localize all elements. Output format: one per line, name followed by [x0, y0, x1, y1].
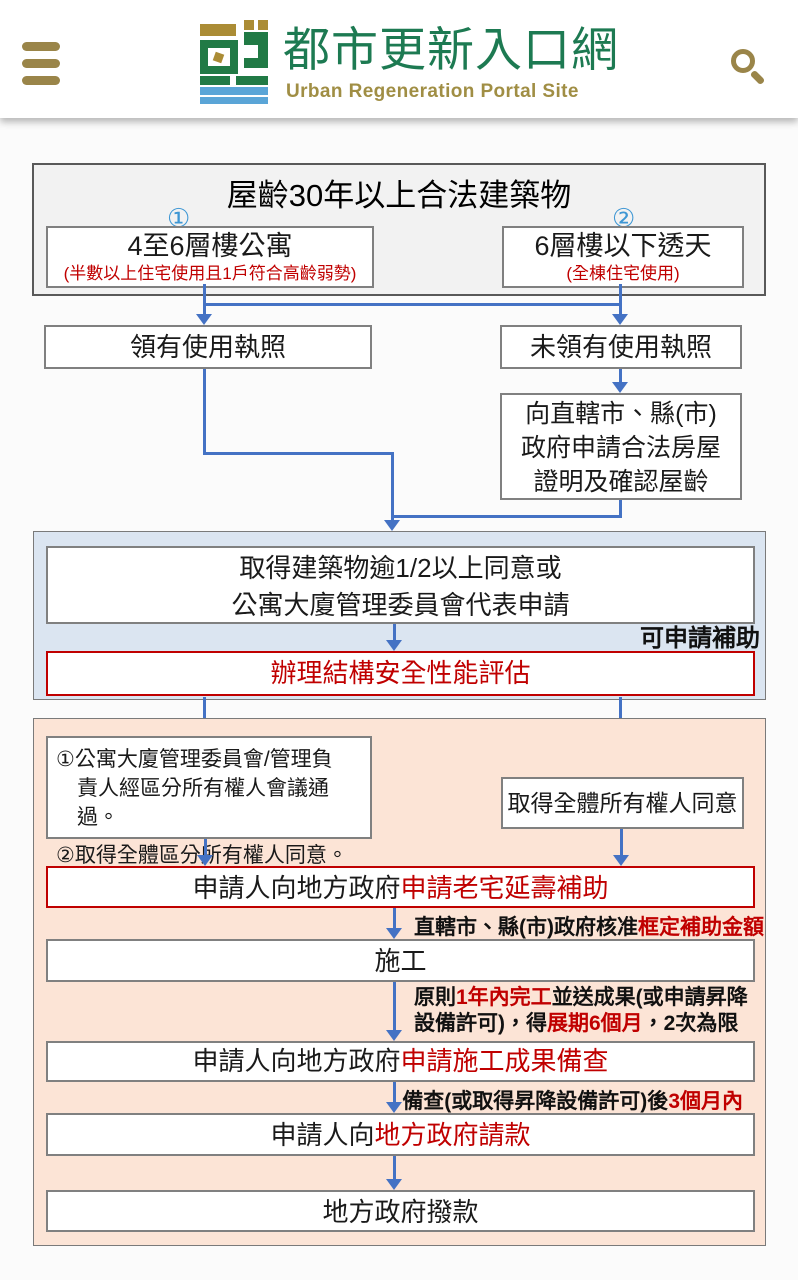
- box-committee-consent: ①公寓大廈管理委員會/管理負 責人經區分所有權人會議通過。 ②取得全體區分所有權…: [46, 736, 372, 867]
- review-note: 備查(或取得昇降設備許可)後3個月內: [402, 1085, 743, 1115]
- approve-note: 直轄市、縣(市)政府核准框定補助金額: [414, 911, 764, 941]
- connector-line: [392, 1156, 396, 1179]
- has-license-label: 領有使用執照: [129, 332, 286, 362]
- committee-line2: 責人經區分所有權人會議通過。: [77, 777, 329, 829]
- connector-line: [202, 697, 206, 724]
- approve-note-red: 框定補助金額: [638, 916, 764, 939]
- connector-line: [392, 1082, 396, 1102]
- connector-line: [619, 829, 623, 855]
- age-section-title: 屋齡30年以上合法建築物: [226, 178, 572, 213]
- arrow-down-icon: [386, 928, 402, 939]
- arrow-down-icon: [384, 520, 400, 531]
- deadline-p3: 並送成果(或申請昇降: [551, 986, 748, 1009]
- review-note-red: 3個月內: [668, 1090, 743, 1113]
- site-logo-icon[interactable]: [200, 20, 268, 104]
- apartment-title: 4至6層樓公寓: [127, 231, 293, 261]
- owners-consent-label: 取得全體所有權人同意: [507, 790, 738, 816]
- menu-bar: [22, 59, 60, 68]
- box-townhouse: 6層樓以下透天 (全棟住宅使用): [502, 226, 744, 288]
- menu-bar: [22, 42, 60, 51]
- connector-line: [618, 284, 622, 305]
- badge-1: ①: [167, 203, 191, 233]
- search-icon[interactable]: [730, 48, 770, 90]
- committee-line1: ①公寓大廈管理委員會/管理負: [56, 748, 333, 771]
- connector-line: [392, 908, 396, 928]
- review-note-black: 備查(或取得昇降設備許可)後: [402, 1090, 669, 1113]
- box-payment: 地方政府撥款: [46, 1190, 755, 1232]
- connector-line: [392, 624, 396, 641]
- proof-line2: 政府申請合法房屋: [520, 434, 721, 462]
- box-claim: 申請人向地方政府請款: [46, 1113, 755, 1156]
- site-subtitle: Urban Regeneration Portal Site: [286, 81, 579, 102]
- townhouse-title: 6層樓以下透天: [534, 231, 712, 261]
- connector-line: [202, 369, 206, 454]
- connector-line: [390, 514, 622, 518]
- section-eligible-buildings: 屋齡30年以上合法建築物 ① ② 4至6層樓公寓 (半數以上住宅使用且1戶符合高…: [32, 163, 766, 296]
- connector-line: [618, 500, 622, 517]
- deadline-p1: 原則: [414, 986, 456, 1009]
- payment-label: 地方政府撥款: [322, 1197, 479, 1227]
- consent-line2: 公寓大廈管理委員會代表申請: [231, 590, 570, 620]
- connector-line: [618, 369, 622, 382]
- arrow-down-icon: [196, 314, 212, 325]
- badge-2: ②: [612, 203, 636, 233]
- arrow-down-icon: [386, 1102, 402, 1113]
- apply-subsidy-black: 申請人向地方政府: [192, 873, 401, 903]
- box-owners-consent: 取得全體所有權人同意: [501, 777, 744, 829]
- box-evaluation: 辦理結構安全性能評估: [46, 651, 755, 696]
- inspection-black: 申請人向地方政府: [192, 1046, 401, 1076]
- arrow-down-icon: [612, 382, 628, 393]
- deadline-p6: ，2次為限: [642, 1012, 739, 1035]
- deadline-note: 原則1年內完工並送成果(或申請昇降 設備許可)，得展期6個月，2次為限: [414, 985, 748, 1037]
- section-subsidy-process: ①公寓大廈管理委員會/管理負 責人經區分所有權人會議通過。 ②取得全體區分所有權…: [33, 718, 766, 1246]
- connector-line: [203, 839, 207, 855]
- arrow-down-icon: [197, 855, 213, 866]
- box-apply-subsidy: 申請人向地方政府申請老宅延壽補助: [46, 866, 755, 908]
- connector-line: [202, 302, 622, 306]
- arrow-down-icon: [386, 1179, 402, 1190]
- menu-bar: [22, 76, 60, 85]
- evaluation-label: 辦理結構安全性能評估: [270, 658, 531, 688]
- approve-note-black: 直轄市、縣(市)政府核准: [414, 916, 638, 939]
- box-apartment: 4至6層樓公寓 (半數以上住宅使用且1戶符合高齡弱勢): [46, 226, 374, 288]
- apply-subsidy-red: 申請老宅延壽補助: [400, 873, 609, 903]
- arrow-down-icon: [612, 314, 628, 325]
- no-license-label: 未領有使用執照: [529, 332, 712, 362]
- consent-line1: 取得建築物逾1/2以上同意或: [239, 553, 562, 583]
- connector-line: [202, 303, 206, 314]
- connector-line: [202, 451, 394, 455]
- proof-line1: 向直轄市、縣(市): [525, 400, 717, 428]
- connector-line: [392, 982, 396, 1030]
- construction-label: 施工: [374, 946, 427, 976]
- search-handle: [749, 69, 766, 86]
- inspection-red: 申請施工成果備查: [400, 1046, 609, 1076]
- box-inspection: 申請人向地方政府申請施工成果備查: [46, 1041, 755, 1082]
- section-assessment: 取得建築物逾1/2以上同意或 公寓大廈管理委員會代表申請 可申請補助 辦理結構安…: [33, 531, 766, 700]
- deadline-p5: 展期6個月: [547, 1012, 643, 1035]
- proof-line3: 證明及確認屋齡: [533, 468, 709, 496]
- arrow-down-icon: [613, 855, 629, 866]
- box-construction: 施工: [46, 939, 755, 982]
- townhouse-note: (全棟住宅使用): [566, 264, 680, 283]
- claim-black: 申請人向: [270, 1120, 375, 1150]
- site-header: 都市更新入口網 Urban Regeneration Portal Site: [0, 0, 798, 118]
- claim-red: 地方政府請款: [374, 1120, 531, 1150]
- box-apply-proof: 向直轄市、縣(市) 政府申請合法房屋 證明及確認屋齡: [500, 393, 742, 500]
- menu-icon[interactable]: [22, 42, 60, 86]
- deadline-p2: 1年內完工: [456, 986, 552, 1009]
- site-title[interactable]: 都市更新入口網: [283, 23, 619, 76]
- arrow-down-icon: [386, 1030, 402, 1041]
- deadline-p4: 設備許可)，得: [414, 1012, 547, 1035]
- box-consent: 取得建築物逾1/2以上同意或 公寓大廈管理委員會代表申請: [46, 546, 755, 624]
- connector-line: [390, 452, 394, 520]
- box-no-license: 未領有使用執照: [500, 325, 742, 369]
- box-has-license: 領有使用執照: [44, 325, 372, 369]
- arrow-down-icon: [386, 640, 402, 651]
- connector-line: [618, 303, 622, 314]
- search-lens: [731, 49, 755, 73]
- subsidy-hint: 可申請補助: [640, 625, 760, 652]
- apartment-note: (半數以上住宅使用且1戶符合高齡弱勢): [63, 264, 357, 283]
- connector-line: [202, 284, 206, 305]
